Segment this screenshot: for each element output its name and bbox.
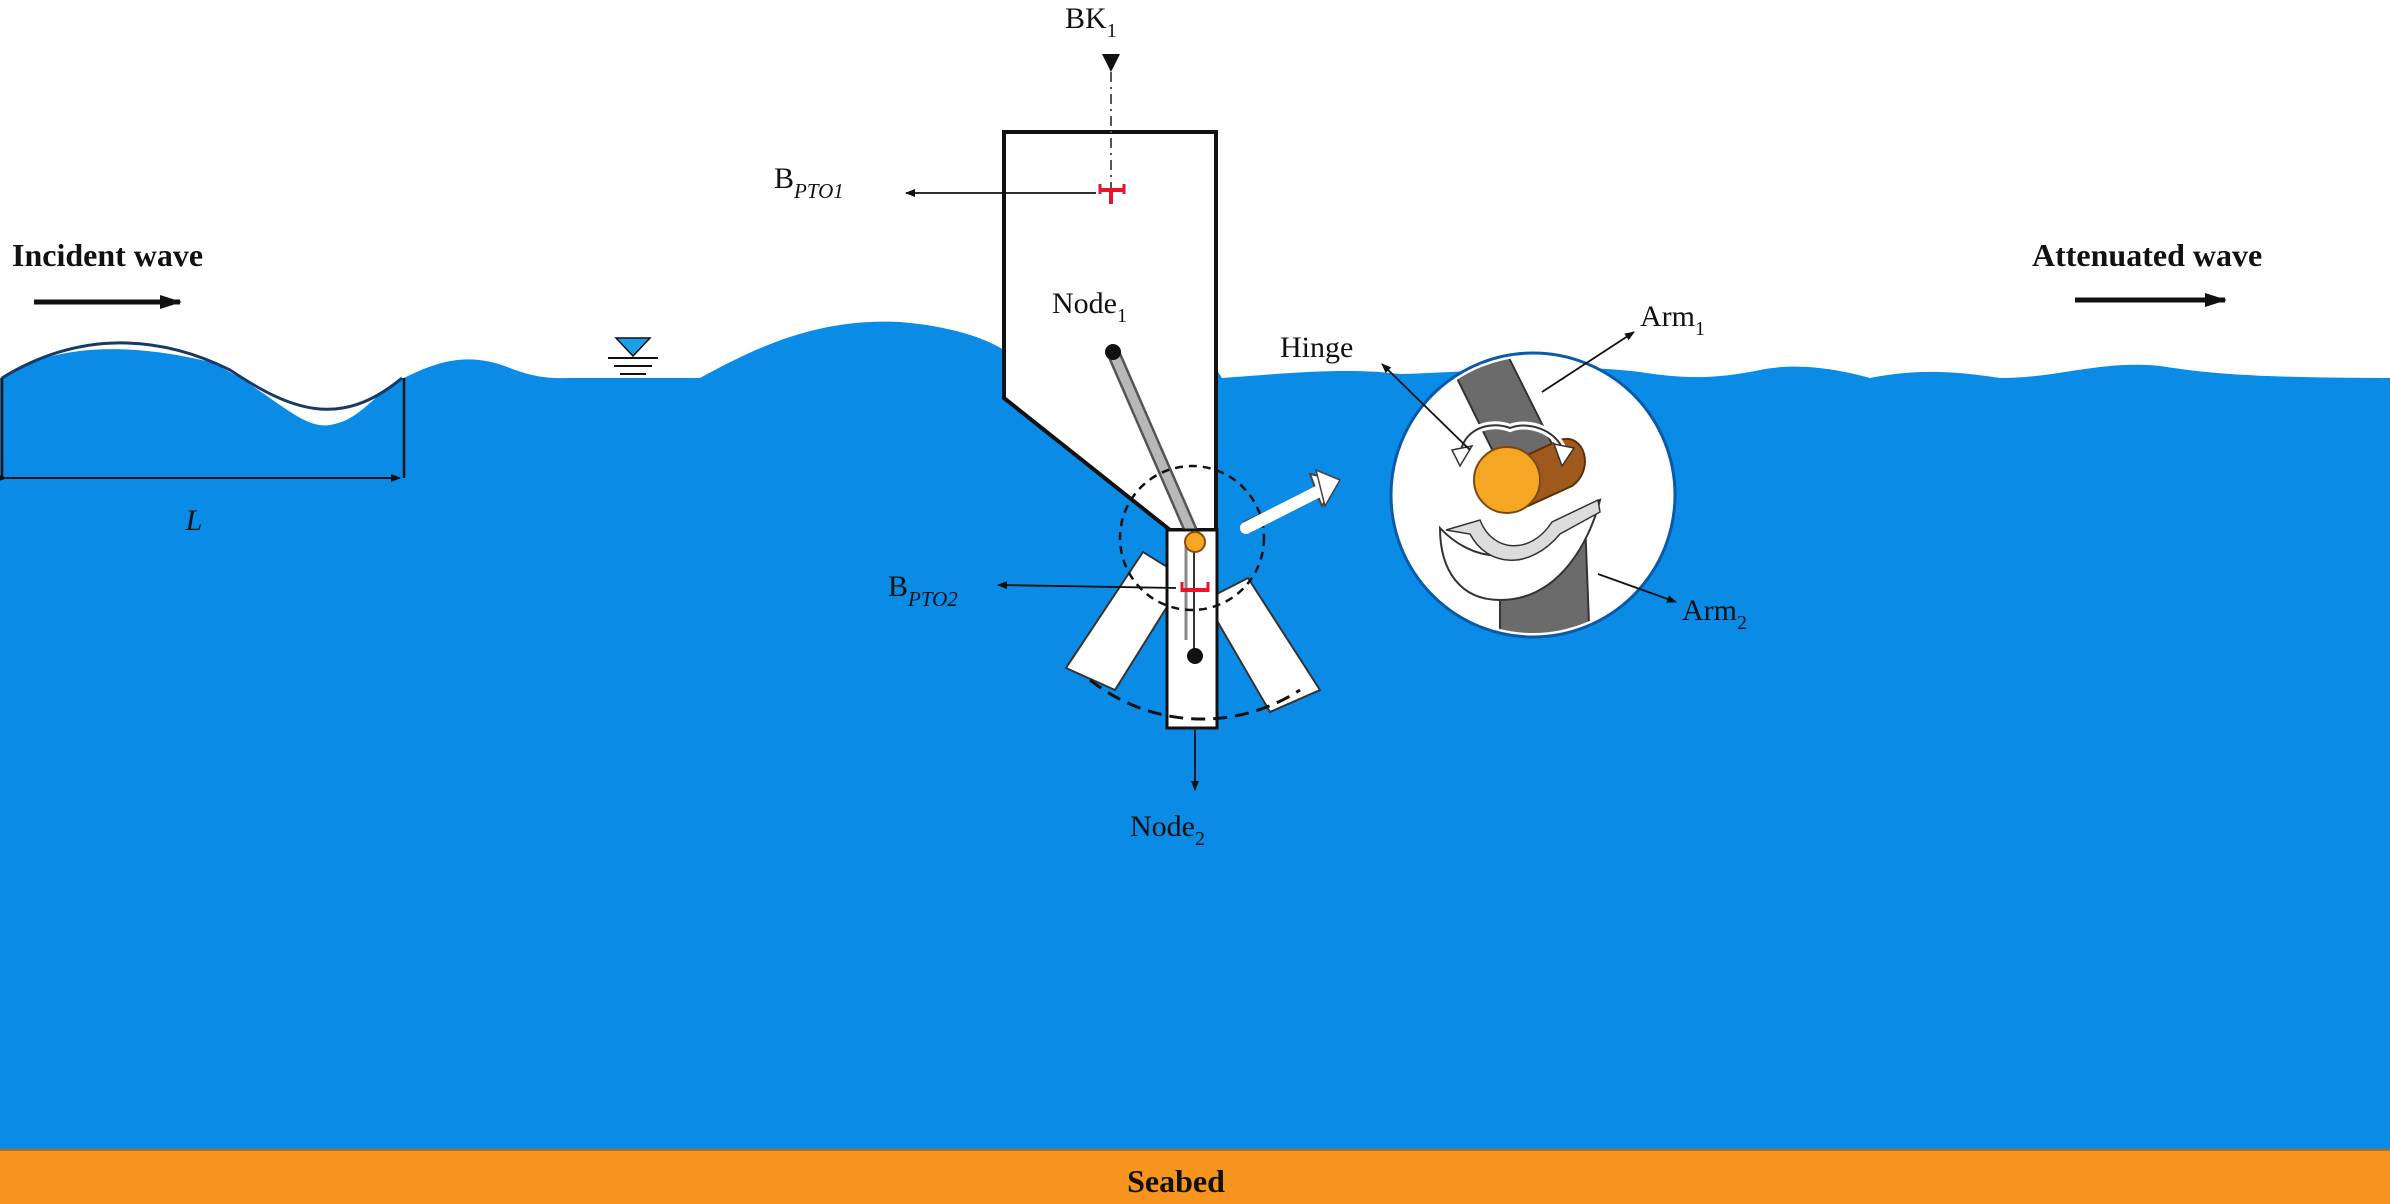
wavelength-indicator: L [0,341,406,537]
arm1-bar-highlight [1108,347,1199,543]
node2-point [1187,648,1203,664]
bpto2-label: BPTO2 [888,570,958,611]
hinge-zoom-circle [1118,464,1266,612]
pto2-damper [1180,582,1210,592]
bpto1-label: BPTO1 [774,162,844,203]
seabed [0,1150,2390,1204]
node2-label: Node2 [1130,810,1205,850]
pto2-leader [997,581,1177,590]
arm2-swing-right [1203,576,1322,714]
bk1-label: BK1 [1065,2,1117,42]
arm1-label: Arm1 [1640,300,1705,340]
hinge-leader [1381,363,1471,451]
node1-point [1105,344,1121,360]
arm2-leader [1597,573,1677,603]
seabed-label: Seabed [1127,1163,1225,1199]
attenuated-wave-label: Attenuated wave [2032,237,2262,273]
lower-arm [1165,528,1219,730]
arm1-leader [1541,331,1635,393]
swing-arc [1089,678,1301,721]
pto1-damper [1098,184,1126,204]
wavelength-label: L [185,504,203,537]
hinge-point [1184,531,1206,553]
hinge-detail-lens [1389,351,1677,639]
arm2-label: Arm2 [1682,594,1747,634]
still-water-level-symbol [608,337,658,375]
node1-label: Node1 [1052,287,1127,327]
zoom-arrow-shaft [1240,482,1331,534]
bk1-arrowhead [1102,54,1120,72]
hinge-label: Hinge [1280,331,1353,364]
incident-wave-label: Incident wave [12,237,203,273]
zoom-arrow-head [1314,468,1342,508]
